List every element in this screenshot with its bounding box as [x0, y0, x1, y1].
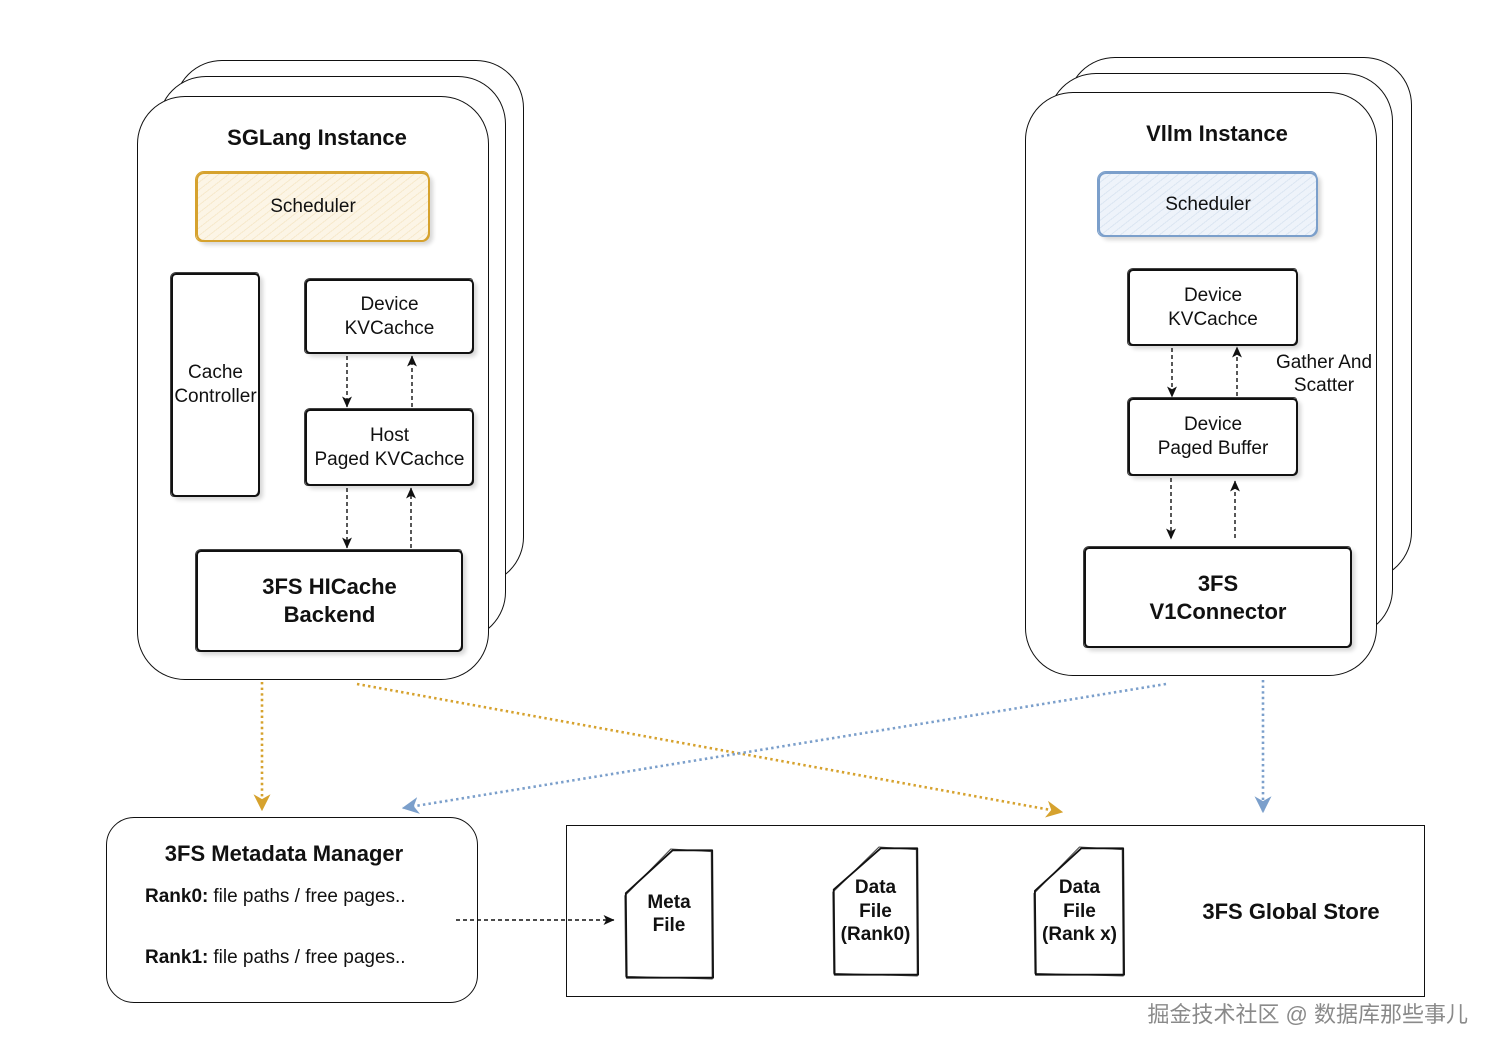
data-file-rank0-label-line-2: File: [859, 900, 892, 922]
metadata-row-text: file paths / free pages..: [213, 947, 406, 968]
sglang-instance-title: SGLang Instance: [227, 125, 407, 150]
v1connector-label-line-1: 3FS: [1197, 570, 1239, 596]
document-outline: [832, 847, 919, 976]
hicache-backend-label-line-1: 3FS HICache: [262, 574, 397, 599]
vllm-scheduler-box: Scheduler: [1097, 171, 1318, 237]
vllm-to-metadata-manager-arrow: [401, 682, 1167, 814]
sglang-device-kvcache-box: Device KVCachce: [304, 278, 474, 354]
data-file-rankx-label-line-2: File: [1063, 900, 1096, 922]
data-file-rank0-label: Data File (Rank0): [832, 847, 919, 976]
meta-file-label: Meta File: [624, 849, 714, 979]
cache-controller-label-line-2: Controller: [174, 386, 257, 407]
metadata-row-text: file paths / free pages..: [213, 886, 406, 907]
vllm-instance-title: Vllm Instance: [1146, 121, 1288, 146]
v1connector-label-line-2: V1Connector: [1149, 598, 1287, 624]
sglang-to-global-store-arrow: [356, 682, 1064, 818]
meta-file-label-line-2: File: [652, 915, 686, 936]
document-outline: [1034, 847, 1125, 976]
paged-buffer-label-line-2: Paged Buffer: [1157, 438, 1269, 459]
data-file-rankx-label: Data File (Rank x): [1034, 847, 1125, 976]
vllm-3fs-v1connector-box: 3FS V1Connector: [1083, 546, 1352, 648]
cache-controller-label-line-1: Cache: [188, 362, 243, 383]
metadata-row-rank-label: Rank0:: [145, 886, 209, 907]
data-file-rankx-label-line-3: (Rank x): [1042, 924, 1117, 946]
vllm-scheduler-label: Scheduler: [1165, 193, 1251, 215]
hicache-backend-label-line-2: Backend: [283, 602, 376, 627]
metadata-manager-box: [106, 817, 478, 1003]
metadata-row-rank-label: Rank1:: [145, 947, 209, 968]
metadata-row-rank0: Rank0:file paths / free pages..: [145, 885, 406, 909]
sglang-3fs-hicache-backend-box: 3FS HICache Backend: [195, 549, 463, 652]
paged-buffer-label-line-1: Device: [1183, 414, 1243, 435]
data-file-rank0-label-line-3: (Rank0): [840, 924, 911, 946]
sglang-scheduler-label: Scheduler: [270, 196, 356, 217]
data-file-rankx-label-line-1: Data: [1058, 877, 1101, 899]
watermark: 掘金技术社区 @ 数据库那些事儿: [1147, 1002, 1468, 1027]
vllm-device-paged-buffer-box: Device Paged Buffer: [1127, 397, 1298, 476]
sglang-cache-controller-box: Cache Controller: [170, 272, 260, 497]
gather-and-scatter-label-line-2: Scatter: [1293, 375, 1355, 396]
vllm-device-kvcache-label-line-2: KVCachce: [1168, 308, 1258, 330]
sglang-scheduler-box: Scheduler: [195, 171, 430, 242]
host-kvcache-label-line-2: Paged KVCachce: [314, 448, 465, 470]
metadata-manager-title: 3FS Metadata Manager: [164, 841, 404, 866]
vllm-device-kvcache-box: Device KVCachce: [1127, 268, 1298, 346]
vllm-device-kvcache-label-line-1: Device: [1183, 284, 1243, 306]
data-file-rank0-document-icon: Data File (Rank0): [832, 847, 919, 976]
sglang-device-kvcache-label-line-2: KVCachce: [344, 317, 435, 339]
gather-and-scatter-label-line-1: Gather And: [1275, 352, 1373, 373]
data-file-rankx-document-icon: Data File (Rank x): [1034, 847, 1125, 976]
metadata-row-rank1: Rank1:file paths / free pages..: [145, 946, 406, 970]
gather-and-scatter-label: Gather And Scatter: [1268, 351, 1380, 397]
global-store-title: 3FS Global Store: [1202, 899, 1380, 924]
host-kvcache-label-line-1: Host: [369, 424, 410, 446]
data-file-rank0-label-line-1: Data: [854, 877, 897, 899]
meta-file-label-line-1: Meta: [647, 891, 691, 913]
meta-file-document-icon: Meta File: [624, 849, 714, 979]
sglang-host-paged-kvcache-box: Host Paged KVCachce: [304, 408, 474, 486]
sglang-device-kvcache-label-line-1: Device: [360, 293, 419, 315]
document-outline: [624, 849, 714, 979]
